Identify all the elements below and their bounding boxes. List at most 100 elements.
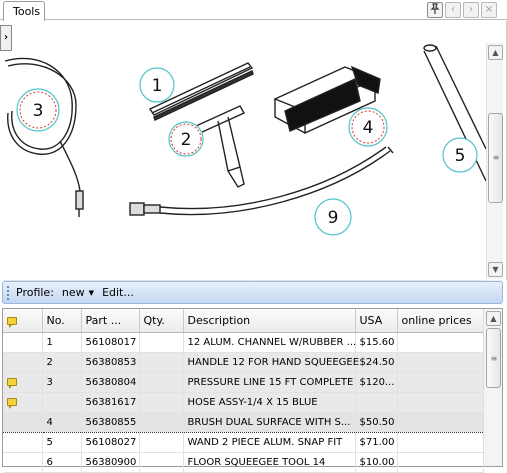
close-button[interactable]: × — [481, 2, 497, 18]
table-row[interactable]: 3 56380804 PRESSURE LINE 15 FT COMPLETE … — [3, 372, 484, 393]
cell-qty[interactable] — [139, 452, 184, 473]
table-header-row: No. Part ... Qty. Description USA online… — [3, 309, 484, 333]
cell-description: HOSE ASSY-1/4 X 15 BLUE — [183, 392, 356, 413]
hose-assembly — [129, 146, 394, 216]
cell-usa: $71.00 — [355, 432, 398, 453]
cell-no: 1 — [42, 332, 82, 353]
tab-tools-label: Tools — [13, 5, 41, 18]
cell-description: 12 ALUM. CHANNEL W/RUBBER ... — [183, 332, 356, 353]
edit-profile-button[interactable]: Edit... — [102, 286, 134, 299]
column-header-no[interactable]: No. — [42, 309, 82, 333]
cell-online — [397, 452, 484, 473]
table-row[interactable]: 2 56380853 HANDLE 12 FOR HAND SQUEEGEE $… — [3, 352, 484, 373]
callout-1[interactable]: 1 — [139, 67, 175, 103]
grid-vertical-scrollbar[interactable]: ▲ ≡ — [483, 309, 502, 466]
cell-qty[interactable] — [139, 332, 184, 353]
table-row[interactable]: 1 56108017 12 ALUM. CHANNEL W/RUBBER ...… — [3, 332, 484, 353]
drawing-vertical-scrollbar[interactable]: ▲ ≡ ▼ — [486, 43, 503, 279]
table-row-selected[interactable]: 4 56380855 BRUSH DUAL SURFACE WITH S... … — [3, 411, 484, 433]
cell-usa — [355, 392, 398, 413]
dropdown-caret-icon[interactable]: ▼ — [88, 288, 95, 297]
cell-note — [3, 452, 43, 473]
cell-part: 56380855 — [81, 411, 140, 433]
cell-qty[interactable] — [139, 392, 184, 413]
cell-qty[interactable] — [139, 372, 184, 393]
cell-part: 56380804 — [81, 372, 140, 393]
cell-no: 5 — [42, 432, 82, 453]
cell-no: 3 — [42, 372, 82, 393]
column-header-part[interactable]: Part ... — [81, 309, 140, 333]
vertical-scroll-thumb[interactable]: ≡ — [488, 113, 503, 203]
cell-part: 56108027 — [81, 432, 140, 453]
profile-dropdown[interactable]: new — [61, 286, 85, 299]
cell-online — [397, 332, 484, 353]
previous-button[interactable]: ‹ — [445, 2, 461, 18]
cell-usa: $10.00 — [355, 452, 398, 473]
cell-no: 2 — [42, 352, 82, 373]
table-row[interactable]: 56381617 HOSE ASSY-1/4 X 15 BLUE — [3, 392, 484, 413]
scroll-down-icon[interactable]: ▼ — [488, 262, 503, 277]
parts-drawing: 1 2 3 4 5 9 — [4, 44, 487, 236]
callout-2[interactable]: 2 — [168, 121, 204, 157]
cell-note[interactable] — [3, 372, 43, 393]
scroll-up-icon[interactable]: ▲ — [486, 311, 501, 326]
cell-description: WAND 2 PIECE ALUM. SNAP FIT — [183, 432, 356, 453]
pin-icon[interactable] — [427, 2, 443, 18]
table-row[interactable]: 6 56380900 FLOOR SQUEEGEE TOOL 14 $10.00 — [3, 452, 484, 473]
cell-note[interactable] — [3, 392, 43, 413]
tab-strip: Tools ‹ › × — [0, 0, 507, 21]
cell-note — [3, 432, 43, 453]
grip-icon: ≡ — [492, 153, 500, 162]
cell-usa: $50.50 — [355, 411, 398, 433]
table-row[interactable]: 5 56108027 WAND 2 PIECE ALUM. SNAP FIT $… — [3, 432, 484, 453]
next-button[interactable]: › — [463, 2, 479, 18]
tab-tools[interactable]: Tools — [3, 1, 45, 21]
cell-part: 56380900 — [81, 452, 140, 473]
callout-3[interactable]: 3 — [16, 88, 60, 132]
note-icon[interactable] — [7, 377, 17, 389]
callout-5[interactable]: 5 — [442, 137, 478, 173]
column-header-usa[interactable]: USA — [355, 309, 398, 333]
cell-online — [397, 352, 484, 373]
cell-usa: $15.60 — [355, 332, 398, 353]
cell-online — [397, 411, 484, 433]
cell-description: HANDLE 12 FOR HAND SQUEEGEE — [183, 352, 359, 373]
callout-4[interactable]: 4 — [348, 107, 388, 147]
cell-usa: $120... — [355, 372, 398, 393]
cell-qty[interactable] — [139, 411, 184, 433]
panel-expand-button[interactable]: › — [0, 25, 12, 51]
exploded-drawing-viewer[interactable]: 1 2 3 4 5 9 — [0, 21, 507, 297]
toolbar-grip-icon[interactable] — [7, 285, 10, 300]
grid-scroll-thumb[interactable]: ≡ — [486, 328, 501, 388]
column-header-description[interactable]: Description — [183, 309, 356, 333]
callout-1-label: 1 — [152, 76, 163, 96]
cell-note — [3, 352, 43, 373]
cell-part: 56380853 — [81, 352, 140, 373]
cell-description: FLOOR SQUEEGEE TOOL 14 — [183, 452, 356, 473]
callout-9-label: 9 — [328, 208, 339, 228]
column-header-online-prices[interactable]: online prices — [397, 309, 484, 333]
column-header-qty[interactable]: Qty. — [139, 309, 184, 333]
callout-9[interactable]: 9 — [314, 198, 352, 236]
note-icon — [7, 316, 17, 328]
cell-no: 4 — [42, 411, 82, 433]
cell-description: PRESSURE LINE 15 FT COMPLETE — [183, 372, 356, 393]
cell-online — [397, 372, 484, 393]
cell-qty[interactable] — [139, 432, 184, 453]
cell-part: 56108017 — [81, 332, 140, 353]
cell-description: BRUSH DUAL SURFACE WITH S... — [183, 411, 356, 433]
cell-online — [397, 432, 484, 453]
cell-usa: $24.50 — [355, 352, 398, 373]
squeegee-handle — [195, 105, 245, 188]
pressure-line-coil — [4, 57, 84, 217]
column-header-note[interactable] — [3, 309, 43, 333]
callout-2-label: 2 — [181, 130, 192, 150]
scroll-up-icon[interactable]: ▲ — [488, 45, 503, 60]
grip-icon: ≡ — [490, 354, 498, 363]
cell-qty[interactable] — [139, 352, 184, 373]
pin-icon-glyph — [430, 3, 440, 14]
aluminum-channel — [148, 62, 254, 121]
parts-table: No. Part ... Qty. Description USA online… — [3, 309, 484, 473]
note-icon[interactable] — [7, 397, 17, 409]
profile-toolbar: Profile: new ▼ Edit... — [2, 281, 503, 304]
